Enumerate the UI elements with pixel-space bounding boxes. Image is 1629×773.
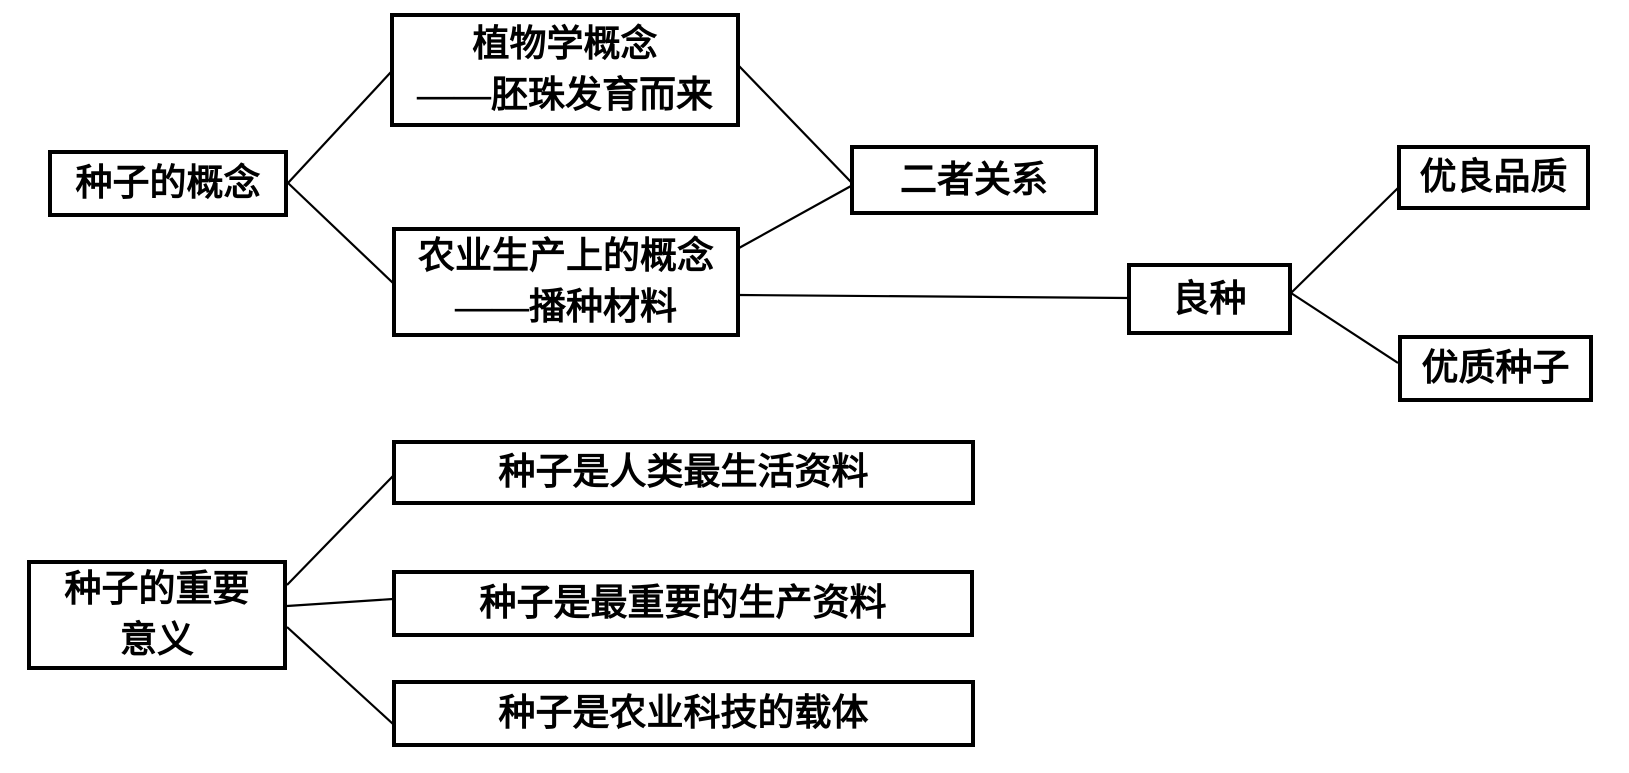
node-botanical-concept: 植物学概念 ——胚珠发育而来 (390, 13, 740, 127)
connector-seed-concept-to-botanical (287, 71, 392, 184)
node-seed-importance-line2: 意义 (120, 620, 194, 661)
node-fine-quality: 优良品质 (1397, 145, 1590, 210)
node-seed-concept: 种子的概念 (48, 150, 288, 217)
node-living-material: 种子是人类最生活资料 (392, 440, 975, 505)
connector-importance-to-carrier (286, 626, 394, 725)
node-agricultural-line2: ——播种材料 (455, 287, 677, 328)
connector-good-seed-to-fine-quality (1290, 187, 1399, 294)
node-production-material-label: 种子是最重要的生产资料 (479, 583, 887, 624)
node-relation: 二者关系 (850, 145, 1098, 215)
connector-importance-to-production (286, 597, 394, 608)
node-relation-label: 二者关系 (900, 159, 1048, 201)
connector-seed-concept-to-agricultural (287, 182, 394, 284)
node-good-seed: 良种 (1127, 263, 1292, 335)
connector-agricultural-to-relation (738, 185, 852, 249)
node-tech-carrier-label: 种子是农业科技的载体 (498, 693, 869, 734)
node-quality-seed-label: 优质种子 (1421, 348, 1570, 389)
node-tech-carrier: 种子是农业科技的载体 (392, 680, 975, 747)
connector-botanical-to-relation (738, 65, 852, 183)
node-agricultural-line1: 农业生产上的概念 (418, 236, 714, 277)
node-botanical-line1: 植物学概念 (472, 24, 658, 65)
node-production-material: 种子是最重要的生产资料 (392, 570, 974, 637)
connector-good-seed-to-quality-seed (1290, 292, 1399, 364)
node-seed-concept-label: 种子的概念 (75, 163, 261, 204)
connector-agricultural-to-good-seed (738, 293, 1129, 300)
node-seed-importance-line1: 种子的重要 (64, 569, 250, 610)
node-good-seed-label: 良种 (1172, 278, 1247, 320)
connector-importance-to-living (286, 475, 394, 586)
node-agricultural-concept: 农业生产上的概念 ——播种材料 (392, 227, 740, 337)
node-fine-quality-label: 优良品质 (1419, 157, 1568, 198)
node-quality-seed: 优质种子 (1398, 335, 1593, 402)
node-seed-importance: 种子的重要 意义 (27, 560, 287, 670)
node-living-material-label: 种子是人类最生活资料 (498, 452, 869, 493)
node-botanical-line2: ——胚珠发育而来 (417, 75, 713, 116)
